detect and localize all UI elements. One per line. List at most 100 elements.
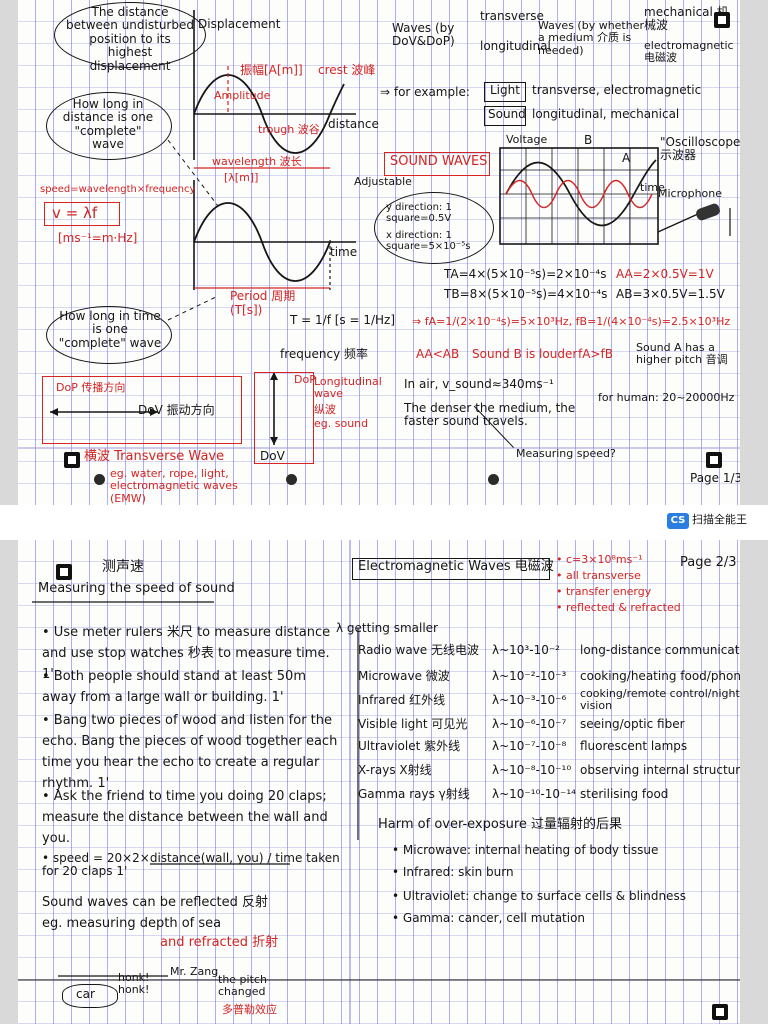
speed-equation: • speed = 20×2×distance(wall, you) / tim…: [42, 851, 340, 879]
harm-ultraviolet: • Ultraviolet: change to surface cells &…: [392, 889, 686, 903]
binder-hole: [94, 474, 105, 485]
page1-number: Page 1/3: [690, 471, 740, 485]
microphone-label: Microphone: [658, 187, 723, 200]
speed-unit: [ms⁻¹=m·Hz]: [58, 231, 138, 245]
spectrum-name: Radio wave 无线电波: [358, 643, 480, 657]
camscanner-badge: CS: [667, 513, 689, 529]
spectrum-name: Visible light 可见光: [358, 717, 468, 731]
em-property-speed: • c=3×10⁸ms⁻¹: [556, 553, 643, 566]
tb-calculation: TB=8×(5×10⁻⁵s)=4×10⁻⁴s: [444, 287, 608, 301]
human-range: for human: 20~20000Hz: [598, 391, 735, 404]
longitudinal-wave: Longitudinal wave: [314, 375, 382, 401]
sound-word: Sound: [488, 107, 526, 121]
page2-number: Page 2/3: [680, 555, 737, 570]
for-example: ⇒ for example:: [380, 85, 470, 99]
scanner-watermark-bar: [0, 505, 768, 540]
camscanner-app-label: 扫描全能王: [692, 513, 747, 526]
frequency-label: frequency 频率: [280, 347, 369, 361]
speed-definition: speed=wavelength×frequency: [40, 184, 196, 195]
frequency-formula: T = 1/f [s = 1/Hz]: [290, 313, 396, 327]
aa-less-ab: AA<AB: [416, 347, 460, 361]
marker-a: A: [622, 151, 631, 165]
waves-by-medium: Waves (by whether a medium 介质 is needed): [538, 19, 645, 57]
amplitude-bubble-text: The distance between undisturbed positio…: [66, 5, 194, 73]
x-direction-setting: x direction: 1 square=5×10⁻⁵s: [386, 230, 471, 253]
method-step-4: • Ask the friend to time you doing 20 cl…: [42, 789, 328, 846]
spectrum-range: λ~10⁻⁶-10⁻⁷: [492, 717, 567, 731]
wavelength-bubble: [46, 92, 172, 160]
spectrum-range: λ~10⁻⁷-10⁻⁸: [492, 739, 567, 753]
spectrum-name: Ultraviolet 紫外线: [358, 739, 461, 753]
longitudinal-eg: eg. sound: [314, 417, 369, 430]
settings-bubble: [374, 192, 494, 264]
sound-waves-title: SOUND WAVES: [390, 154, 488, 169]
spectrum-range: λ~10⁻¹⁰-10⁻¹⁴: [492, 787, 576, 801]
harm-microwave: • Microwave: internal heating of body ti…: [392, 843, 659, 857]
method-step-1: • Use meter rulers 米尺 to measure distanc…: [42, 625, 331, 682]
em-property-reflect: • reflected & refracted: [556, 601, 681, 614]
notebook-page-2: 测声速 Measuring the speed of sound • Use m…: [18, 540, 740, 1024]
spectrum-use: fluorescent lamps: [580, 739, 688, 753]
spectrum-name: X-rays X射线: [358, 763, 432, 777]
wavelength-bubble-text: How long in distance is one "complete" w…: [62, 97, 154, 152]
light-description: transverse, electromagnetic: [532, 83, 702, 97]
measuring-heading: Measuring the speed of sound: [38, 581, 235, 596]
sound-description: longitudinal, mechanical: [532, 107, 680, 121]
transverse-wave-label: 横波 Transverse Wave: [84, 449, 225, 464]
dop-short: DoP: [294, 373, 316, 386]
transverse-type: transverse: [480, 9, 544, 23]
longitudinal-type: longitudinal: [480, 39, 551, 53]
voltage-label: Voltage: [506, 133, 548, 146]
waves-by-dop: Waves (by DoV&DoP): [392, 21, 455, 49]
binder-hole: [488, 474, 499, 485]
camscanner-logo-p2-bottom: [712, 1004, 728, 1020]
trough-label: trough 波谷: [258, 123, 320, 136]
dov-label: DoV 振动方向: [138, 403, 215, 417]
light-box: [484, 82, 526, 102]
period-bubble-text: How long in time is one "complete" wave: [58, 309, 162, 350]
transverse-examples: eg. water, rope, light, electromagnetic …: [110, 467, 238, 505]
ta-calculation: TA=4×(5×10⁻⁵s)=2×10⁻⁴s: [444, 267, 607, 281]
reflected-note: Sound waves can be reflected 反射 eg. meas…: [42, 895, 269, 931]
amplitude-cn: 振幅[A[m]]: [240, 63, 303, 77]
car-sketch: [62, 984, 118, 1008]
harm-title: Harm of over-exposure 过量辐射的后果: [378, 817, 623, 832]
spectrum-range: λ~10⁻⁸-10⁻¹⁰: [492, 763, 572, 777]
sound-waves-box: [384, 152, 490, 176]
spectrum-range: λ~10⁻²-10⁻³: [492, 669, 567, 683]
camscanner-logo-p2: [56, 564, 72, 580]
pitch-changed: the pitch changed: [218, 973, 267, 999]
spectrum-use: observing internal structures: [580, 763, 740, 777]
electromagnetic-type: electromagnetic 电磁波: [644, 39, 734, 65]
car-label: car: [76, 987, 95, 1001]
mechanical-type: mechanical 机械波: [644, 5, 729, 33]
marker-b: B: [584, 133, 593, 147]
spectrum-use: cooking/heating food/phone: [580, 669, 740, 683]
period-label: Period 周期: [230, 289, 296, 303]
binder-hole: [286, 474, 297, 485]
lambda-smaller: λ getting smaller: [336, 621, 438, 635]
method-step-2: • Both people should stand at least 50m …: [42, 669, 306, 705]
air-speed: In air, v_sound≈340ms⁻¹: [404, 377, 554, 391]
method-step-3: • Bang two pieces of wood and listen for…: [42, 713, 338, 791]
camscanner-logo-right: [714, 12, 730, 28]
light-word: Light: [490, 83, 520, 97]
em-title-box: [352, 558, 550, 580]
measuring-speed-question: Measuring speed?: [516, 447, 616, 460]
adjustable-label: Adjustable: [354, 175, 412, 188]
speed-formula-box: [44, 202, 120, 226]
longitudinal-box: [254, 372, 314, 464]
dov-short: DoV: [260, 449, 285, 463]
denser-medium: The denser the medium, the faster sound …: [404, 401, 576, 429]
spectrum-use: long-distance communicat: [580, 643, 740, 657]
aa-calculation: AA=2×0.5V=1V: [616, 267, 714, 281]
spectrum-use: cooking/remote control/night vision: [580, 687, 740, 713]
displacement-label: Displacement: [198, 17, 281, 31]
frequency-calculation: ⇒ fA=1/(2×10⁻⁴s)=5×10³Hz, fB=1/(4×10⁻⁴s)…: [412, 315, 731, 328]
page2-drawings: [18, 540, 740, 1024]
higher-pitch: Sound A has a higher pitch 音调: [636, 341, 728, 367]
sound-b-louder: Sound B is louder: [472, 347, 578, 361]
spectrum-range: λ~10³-10⁻²: [492, 643, 560, 657]
notebook-page-1: The distance between undisturbed positio…: [18, 0, 740, 505]
ab-calculation: AB=3×0.5V=1.5V: [616, 287, 725, 301]
